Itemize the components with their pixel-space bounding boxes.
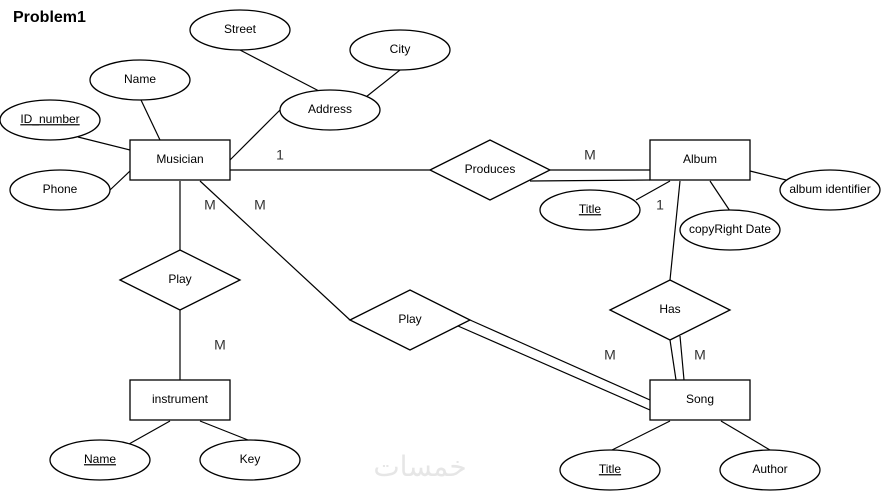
attribute-musician-name[interactable]: Name xyxy=(89,59,191,101)
edge-address-city xyxy=(365,69,401,98)
attribute-musician-address[interactable]: Address xyxy=(279,89,381,131)
edge-album-has xyxy=(669,180,681,281)
attribute-song-title[interactable]: Title xyxy=(559,449,661,491)
svg-text:Title: Title xyxy=(599,462,622,476)
diagram-title: Problem1 xyxy=(13,9,86,26)
edge-musician-phone xyxy=(109,170,131,191)
edges xyxy=(77,49,787,452)
relationship-play-song[interactable]: Play xyxy=(348,289,472,351)
attribute-song-author[interactable]: Author xyxy=(719,449,821,491)
svg-text:Name: Name xyxy=(84,452,116,466)
edge-musician-address xyxy=(229,109,281,161)
cardinality-musician-play-instrument: M xyxy=(204,197,216,213)
relationship-produces[interactable]: Produces xyxy=(428,139,552,201)
relationship-has[interactable]: Has xyxy=(608,279,732,341)
watermark: خمسات xyxy=(373,450,466,483)
edge-has-song-double xyxy=(679,335,685,381)
svg-text:Phone: Phone xyxy=(43,182,78,196)
entity-label: Musician xyxy=(156,152,203,166)
svg-text:Author: Author xyxy=(752,462,787,476)
attribute-musician-id[interactable]: ID_number xyxy=(0,99,101,141)
svg-text:Address: Address xyxy=(308,102,352,116)
svg-text:ID_number: ID_number xyxy=(20,112,79,126)
relationship-label: Has xyxy=(659,302,680,316)
entity-label: Song xyxy=(686,392,714,406)
edge-has-song xyxy=(669,339,677,381)
entity-musician[interactable]: Musician xyxy=(129,139,231,181)
relationship-label: Play xyxy=(168,272,191,286)
entity-label: instrument xyxy=(152,392,209,406)
relationship-play-instrument[interactable]: Play xyxy=(118,249,242,311)
edge-album-title xyxy=(635,180,671,201)
svg-text:Name: Name xyxy=(124,72,156,86)
edge-song-title xyxy=(609,420,671,452)
edge-instrument-key xyxy=(199,420,249,441)
cardinality-produces-album: M xyxy=(584,147,596,163)
cardinality-play-instrument: M xyxy=(214,337,226,353)
edge-musician-play-song xyxy=(199,180,351,321)
edge-address-street xyxy=(239,49,320,92)
entity-song[interactable]: Song xyxy=(649,379,751,421)
cardinality-album-has: 1 xyxy=(656,197,664,213)
relationship-label: Produces xyxy=(465,162,516,176)
cardinality-musician-produces: 1 xyxy=(276,147,284,163)
svg-text:Key: Key xyxy=(240,452,261,466)
cardinality-play-song: M xyxy=(604,347,616,363)
svg-text:album identifier: album identifier xyxy=(789,182,870,196)
entity-instrument[interactable]: instrument xyxy=(129,379,231,421)
relationship-label: Play xyxy=(398,312,421,326)
edge-album-identifier xyxy=(749,170,787,181)
attribute-instrument-key[interactable]: Key xyxy=(199,439,301,481)
attribute-album-title[interactable]: Title xyxy=(539,189,641,231)
cardinality-musician-play-song: M xyxy=(254,197,266,213)
edge-musician-name xyxy=(140,99,161,141)
svg-text:Street: Street xyxy=(224,22,257,36)
attribute-instrument-name[interactable]: Name xyxy=(49,439,151,481)
cardinality-has-song: M xyxy=(694,347,706,363)
svg-text:City: City xyxy=(390,42,411,56)
attribute-musician-phone[interactable]: Phone xyxy=(9,169,111,211)
edge-song-author xyxy=(720,420,771,451)
attribute-address-street[interactable]: Street xyxy=(189,9,291,51)
edge-instrument-name xyxy=(128,420,171,445)
entity-label: Album xyxy=(683,152,717,166)
edge-produces-album-double xyxy=(529,179,651,182)
edge-play-song xyxy=(469,319,651,401)
attribute-address-city[interactable]: City xyxy=(349,29,451,71)
attribute-album-copyright[interactable]: copyRight Date xyxy=(679,209,781,251)
edge-musician-id xyxy=(77,136,131,151)
edge-play-song-double xyxy=(457,325,651,411)
svg-text:Title: Title xyxy=(579,202,602,216)
entity-album[interactable]: Album xyxy=(649,139,751,181)
edge-album-copyright xyxy=(709,180,731,212)
attribute-album-identifier[interactable]: album identifier xyxy=(779,169,881,211)
svg-text:copyRight Date: copyRight Date xyxy=(689,222,771,236)
